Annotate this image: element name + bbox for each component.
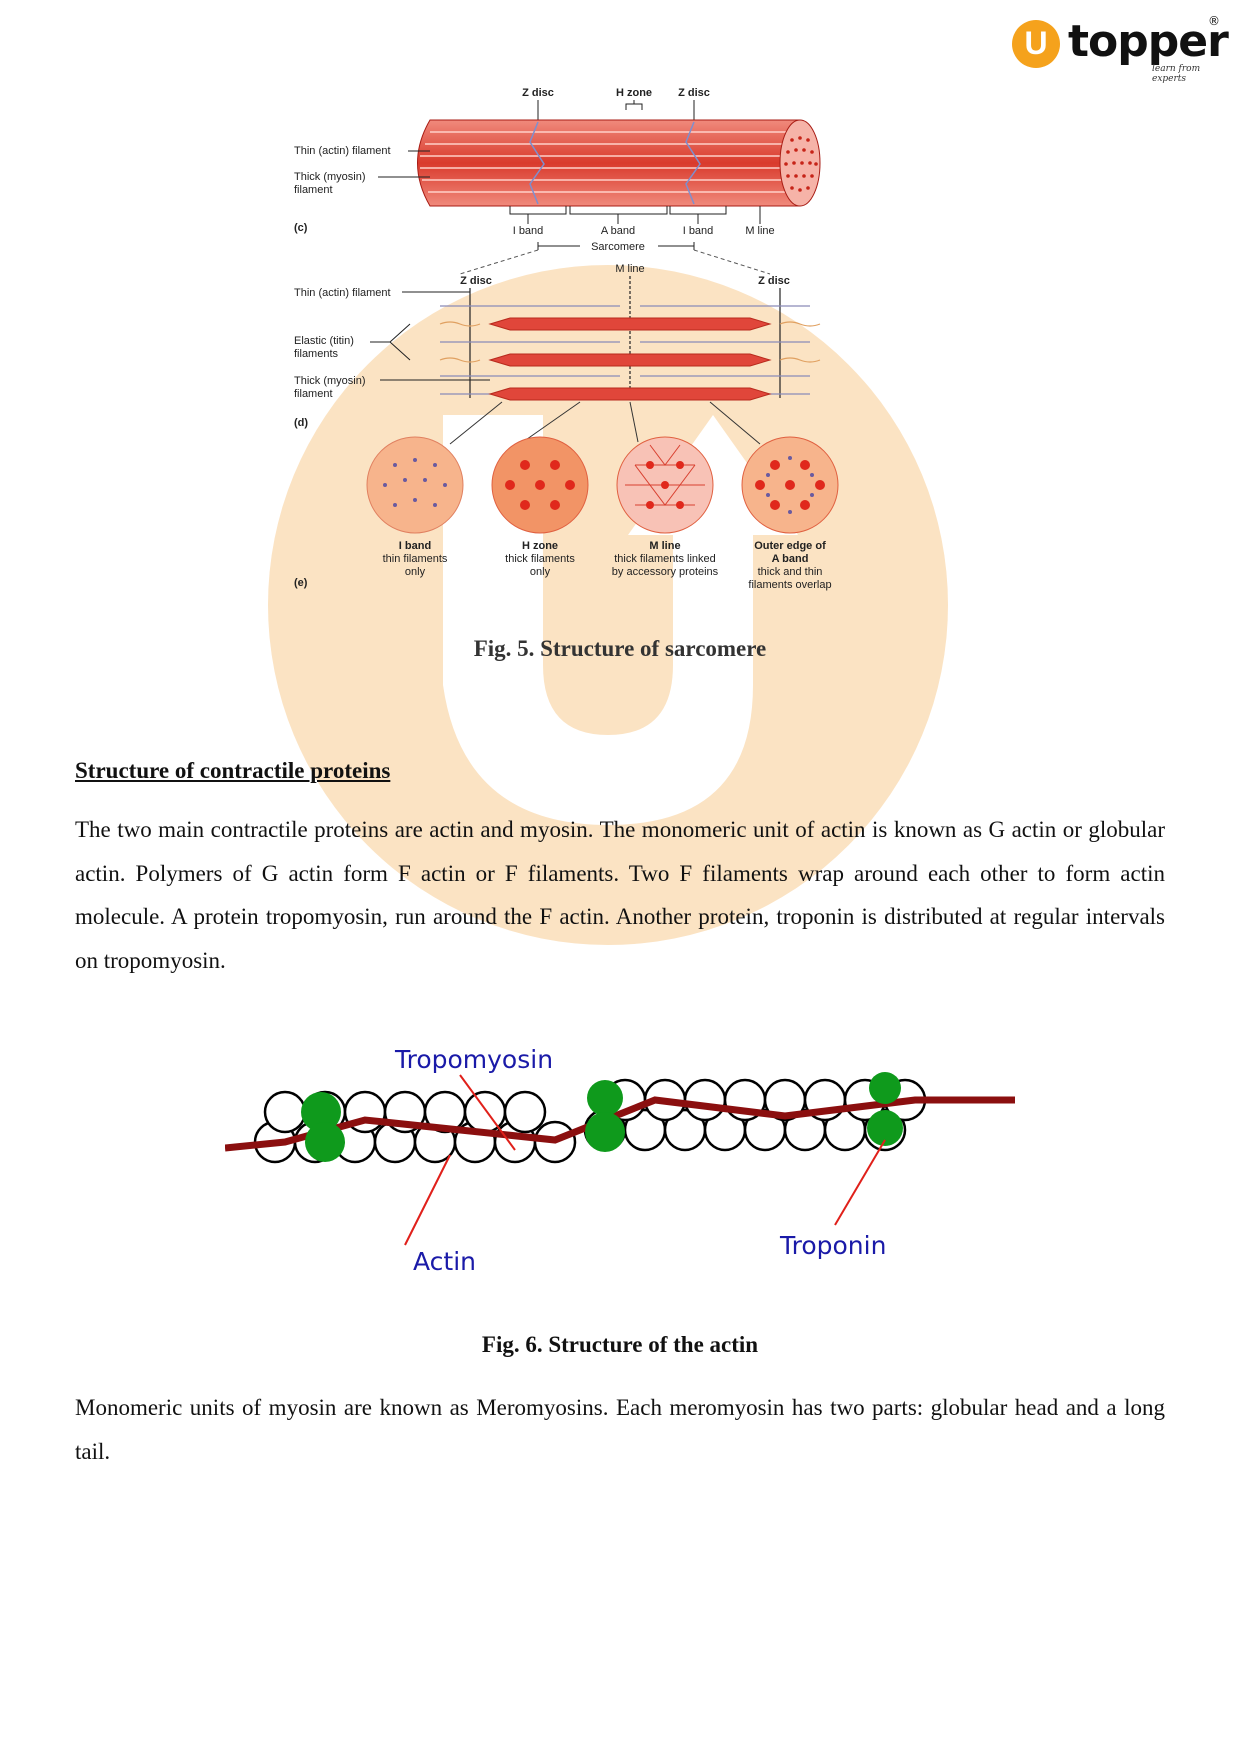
panel-e-label: (e) — [294, 577, 308, 589]
cross-section-desc: thick and thin — [758, 566, 823, 578]
section-heading: Structure of contractile proteins — [75, 758, 390, 784]
troponin-label: Troponin — [779, 1231, 886, 1260]
z-disc-label: Z disc — [522, 87, 554, 99]
cross-section-i-band — [367, 437, 463, 533]
m-line-label: M line — [615, 263, 644, 275]
cross-section-m-line — [617, 437, 713, 533]
cross-section-desc: thick filaments linked — [614, 553, 716, 565]
actin-label: Actin — [413, 1247, 476, 1276]
a-band-label: A band — [601, 225, 635, 237]
thick-filament-label: Thick (myosin) — [294, 375, 366, 387]
figure-6-caption: Fig. 6. Structure of the actin — [0, 1332, 1240, 1358]
logo-tagline: learn from experts — [1152, 64, 1222, 84]
cross-section-title: H zone — [522, 540, 558, 552]
i-band-label: I band — [513, 225, 544, 237]
cross-section-title-2: A band — [772, 553, 809, 565]
cross-section-title: Outer edge of — [754, 540, 826, 552]
paragraph-contractile-proteins: The two main contractile proteins are ac… — [75, 808, 1165, 982]
cross-section-h-zone — [492, 437, 588, 533]
paragraph-meromyosin: Monomeric units of myosin are known as M… — [75, 1386, 1165, 1473]
m-line-label: M line — [745, 225, 774, 237]
thick-filament-label: Thick (myosin) — [294, 171, 366, 183]
elastic-filament-label-2: filaments — [294, 348, 339, 360]
panel-c-label: (c) — [294, 222, 308, 234]
h-zone-label: H zone — [616, 87, 652, 99]
cross-section-desc: thin filaments — [383, 553, 448, 565]
panel-d-label: (d) — [294, 417, 308, 429]
sarcomere-label: Sarcomere — [591, 241, 645, 253]
cross-section-title: M line — [649, 540, 680, 552]
topper-logo: U topper ® learn from experts — [1012, 14, 1222, 74]
cross-section-outer-a-band — [742, 437, 838, 533]
thick-filament-label-2: filament — [294, 388, 333, 400]
elastic-filament-label: Elastic (titin) — [294, 335, 354, 347]
figure-5-caption: Fig. 5. Structure of sarcomere — [0, 636, 1240, 662]
thick-filament-label-2: filament — [294, 184, 333, 196]
cross-section-desc: only — [530, 566, 551, 578]
logo-wordmark: topper — [1068, 18, 1228, 66]
cross-section-desc: thick filaments — [505, 553, 575, 565]
cross-section-title: I band — [399, 540, 431, 552]
logo-mark: U — [1012, 20, 1060, 68]
cross-section-desc: by accessory proteins — [612, 566, 719, 578]
z-disc-label: Z disc — [678, 87, 710, 99]
tropomyosin-label: Tropomyosin — [394, 1045, 553, 1074]
z-disc-label: Z disc — [460, 275, 492, 287]
sarcomere-figure: Z disc H zone Z disc Thin (actin) filame… — [280, 80, 880, 600]
thin-filament-label: Thin (actin) filament — [294, 145, 391, 157]
cross-section-desc: filaments overlap — [748, 579, 831, 591]
registered-mark: ® — [1208, 14, 1220, 28]
actin-figure: Tropomyosin Actin Troponin — [225, 1030, 1035, 1280]
z-disc-label: Z disc — [758, 275, 790, 287]
cross-section-desc: only — [405, 566, 426, 578]
thin-filament-label: Thin (actin) filament — [294, 287, 391, 299]
i-band-label: I band — [683, 225, 714, 237]
